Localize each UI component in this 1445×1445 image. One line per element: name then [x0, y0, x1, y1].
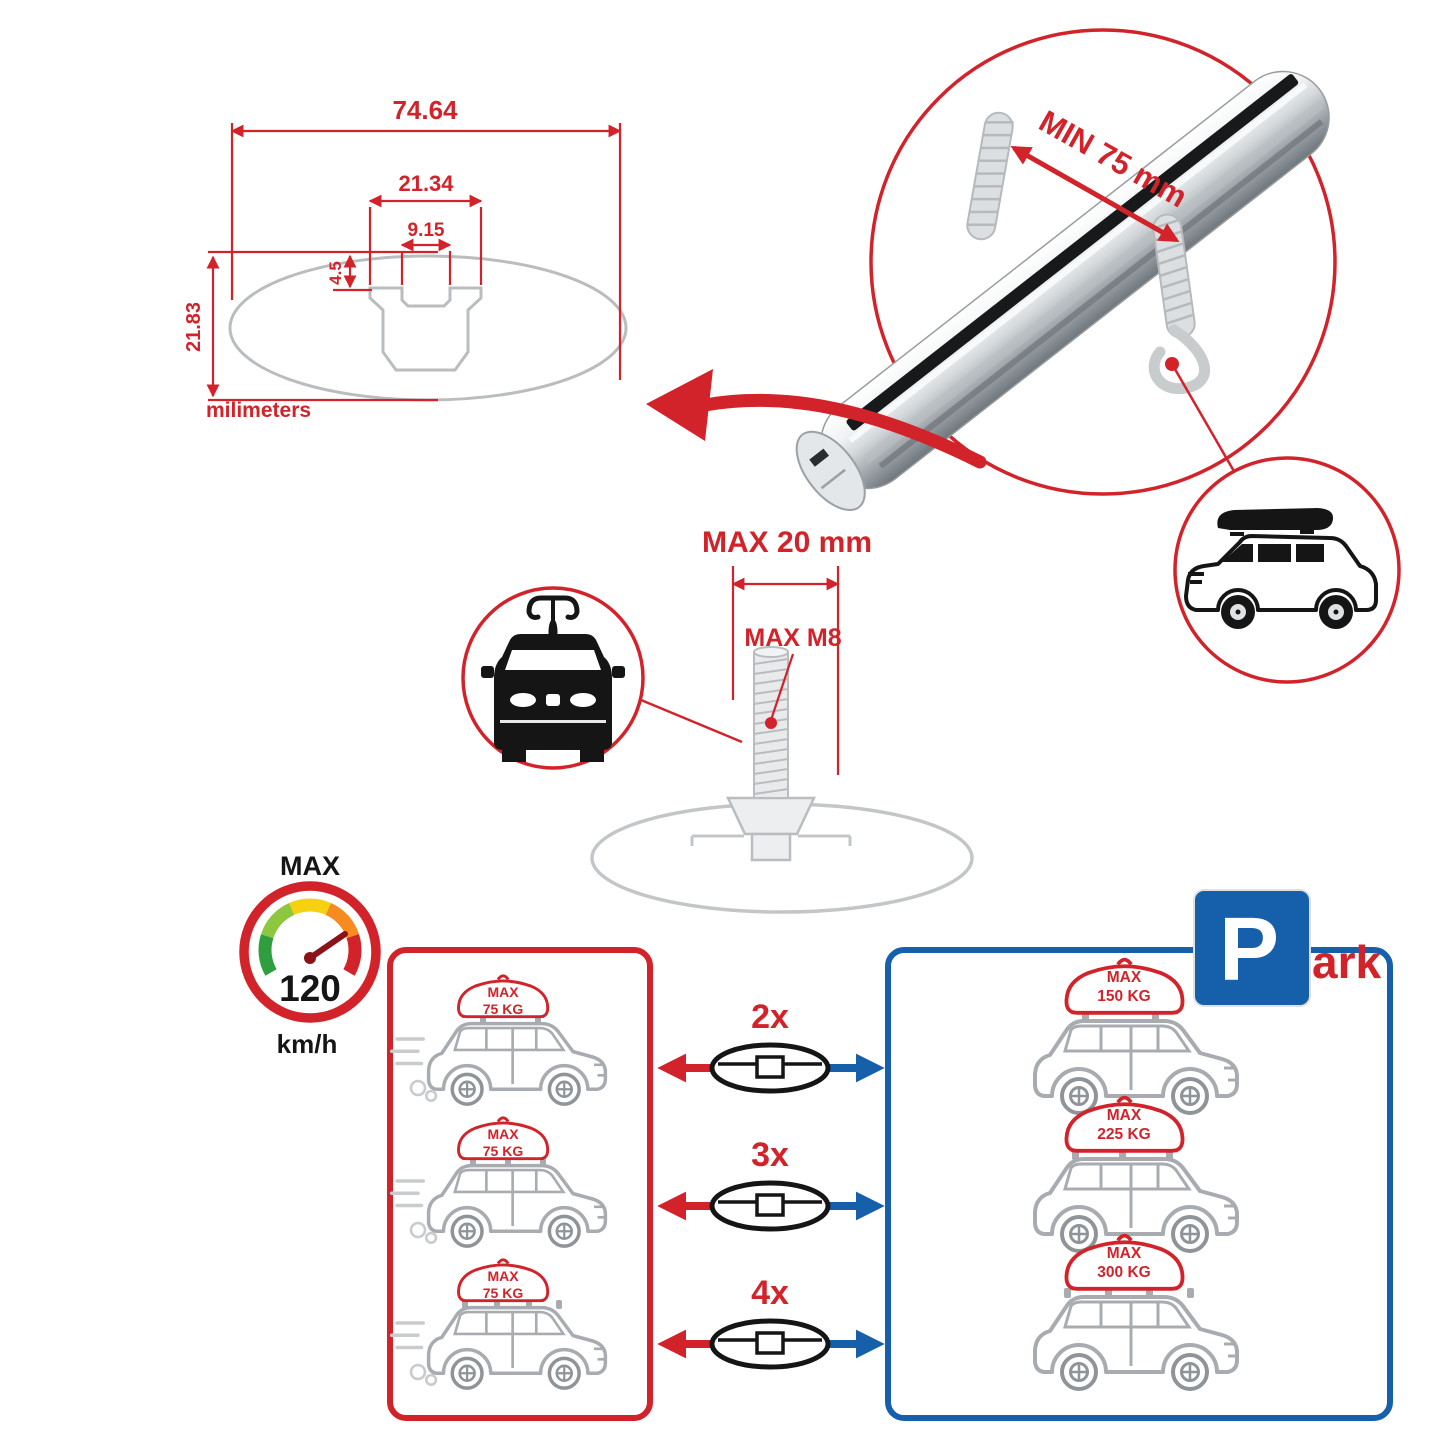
bag-weight-label: 75 KG [483, 1001, 524, 1017]
crossbar-icon [712, 1045, 828, 1091]
dimension-lines [206, 123, 622, 402]
dim-slot-depth: 4.5 [326, 261, 345, 285]
bag-weight-label: 300 KG [1097, 1264, 1150, 1281]
parking-letter: P [1219, 900, 1279, 1000]
bag-max-label: MAX [1107, 969, 1142, 986]
zoom-arrow [646, 369, 987, 469]
gauge-needle [307, 931, 348, 961]
parked-capacity-panel: MAX 150 KG MAX 225 KG MAX 300 KG [885, 947, 1393, 1421]
parking-sign-square [1193, 889, 1311, 1007]
parking-suffix: ark [1312, 936, 1381, 988]
bolt-diagram: MAX 20 mm MAX M8 [461, 526, 974, 914]
speed-unit: km/h [277, 1029, 338, 1059]
bolt-dimension-lines [731, 566, 840, 775]
min-grip-arrow [1010, 145, 1180, 243]
gauge-pivot [304, 952, 316, 964]
bag-weight-label: 225 KG [1097, 1126, 1150, 1143]
cross-section-diagram: 74.64 21.34 9.15 4.5 21.83 milimeters [183, 95, 628, 422]
crossbar-icon [712, 1183, 828, 1229]
driving-capacity-panel: MAX 75 KG MAX 75 KG MAX 75 KG [387, 947, 653, 1421]
bar-count-label: 4x [751, 1274, 789, 1312]
speed-title: MAX [280, 851, 340, 881]
bag-weight-label: 75 KG [483, 1285, 524, 1301]
dim-slot-width: 9.15 [408, 220, 445, 241]
thread-point-dot [765, 717, 777, 729]
bag-max-label: MAX [1107, 1107, 1142, 1124]
speedometer-icon: MAX 120 km/h [239, 851, 381, 1059]
bar-count-rows: 2x 3x 4x [657, 998, 885, 1367]
bag-max-label: MAX [487, 984, 519, 1000]
dim-total-height: 21.83 [183, 302, 205, 352]
bar-count-label: 3x [751, 1136, 789, 1174]
t-bolt [726, 646, 816, 862]
clamp-coil-upper [966, 111, 1014, 241]
suv-roofbox-icon [1184, 508, 1378, 629]
units-label: milimeters [206, 399, 311, 422]
suv-roofbox-callout [1173, 456, 1401, 684]
bag-max-label: MAX [487, 1126, 519, 1142]
speed-value: 120 [279, 968, 341, 1009]
bag-weight-label: 75 KG [483, 1143, 524, 1159]
bag-weight-label: 150 KG [1097, 988, 1150, 1005]
parking-sign: P ark [1193, 889, 1381, 1007]
bag-max-label: MAX [1107, 1245, 1142, 1262]
dim-channel-width: 21.34 [398, 171, 454, 196]
bike-leader-line [640, 698, 743, 744]
max-length-label: MAX 20 mm [702, 526, 872, 559]
slot-edges [690, 834, 852, 846]
bag-max-label: MAX [487, 1268, 519, 1284]
dim-total-width: 74.64 [392, 95, 458, 125]
gauge-arc [258, 898, 362, 976]
bar-count-label: 2x [751, 998, 789, 1036]
aluminium-bar [795, 70, 1330, 511]
crossbar-icon [712, 1321, 828, 1367]
max-thread-label: MAX M8 [744, 624, 841, 652]
t-slot-profile [368, 286, 483, 372]
bar-photo-callout: MIN 75 mm [795, 28, 1337, 511]
car-front-bike-icon [481, 595, 625, 762]
